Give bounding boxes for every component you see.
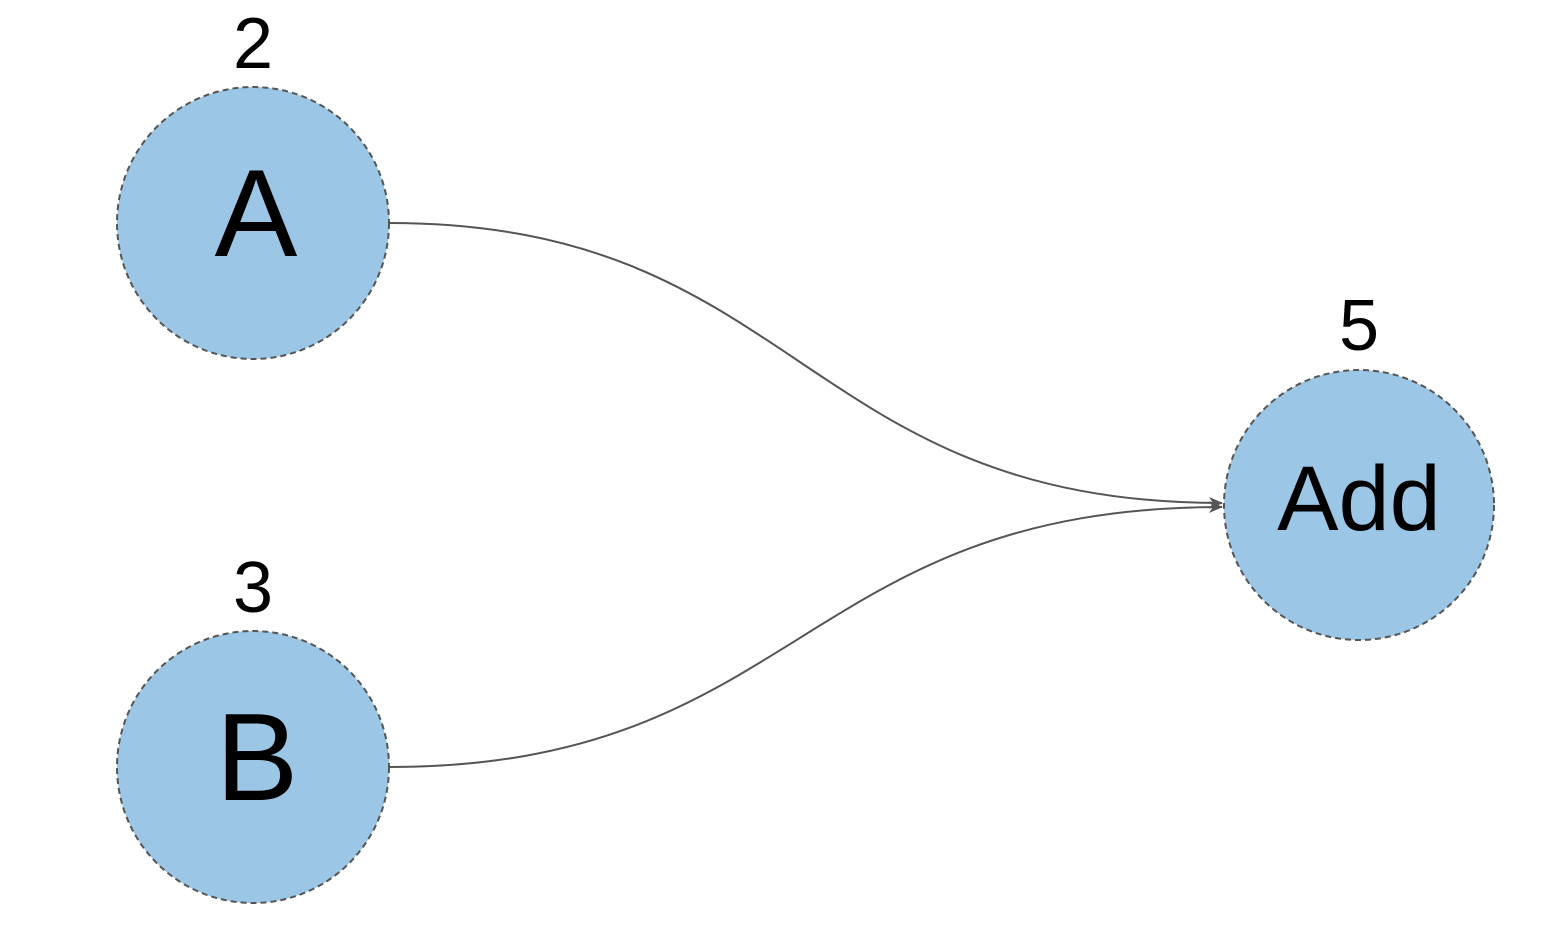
node-b[interactable]: 3 B: [116, 548, 390, 904]
node-add[interactable]: 5 Add: [1223, 286, 1495, 641]
node-add-circle[interactable]: [1223, 369, 1495, 641]
edge-b-to-add: [388, 501, 1223, 768]
node-b-label: B: [216, 689, 299, 827]
node-a[interactable]: 2 A: [116, 4, 390, 360]
node-a-value: 2: [233, 4, 273, 84]
edge-a-to-add: [388, 222, 1223, 509]
node-a-label: A: [215, 145, 298, 283]
node-a-circle[interactable]: [116, 86, 390, 360]
node-add-value: 5: [1339, 286, 1379, 366]
node-b-value: 3: [233, 548, 273, 628]
node-add-label: Add: [1277, 448, 1441, 550]
node-b-circle[interactable]: [116, 630, 390, 904]
